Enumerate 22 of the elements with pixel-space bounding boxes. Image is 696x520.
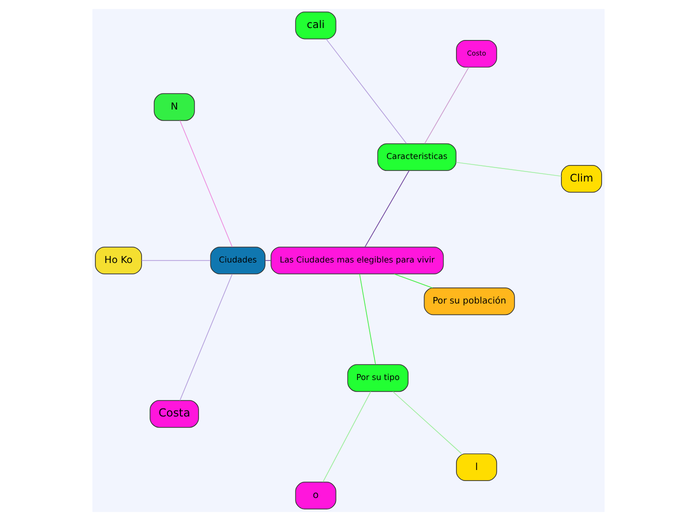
node-box: cali [294,11,336,39]
connector [455,161,562,176]
node-box: Caracteristicas [376,142,456,170]
node-box: Por su tipo [346,364,408,392]
connector [325,38,406,144]
node-box: Ciudades [210,246,265,274]
node-box: Por su población [423,287,514,315]
node-box: Clim [560,164,602,192]
connector [392,390,462,454]
connector [424,66,469,144]
connector [364,170,409,247]
connector [393,273,432,288]
node-box: l [456,452,497,481]
connector [322,390,371,482]
connector [179,273,232,400]
node-box: o [294,481,336,509]
node-box: N [153,92,194,120]
node-box: Las Ciudades mas elegibles para vivir [270,246,444,274]
node-box: Costa [149,400,198,428]
connector [179,120,232,247]
connector [358,273,376,364]
node-box: Ho Ko [94,246,142,274]
